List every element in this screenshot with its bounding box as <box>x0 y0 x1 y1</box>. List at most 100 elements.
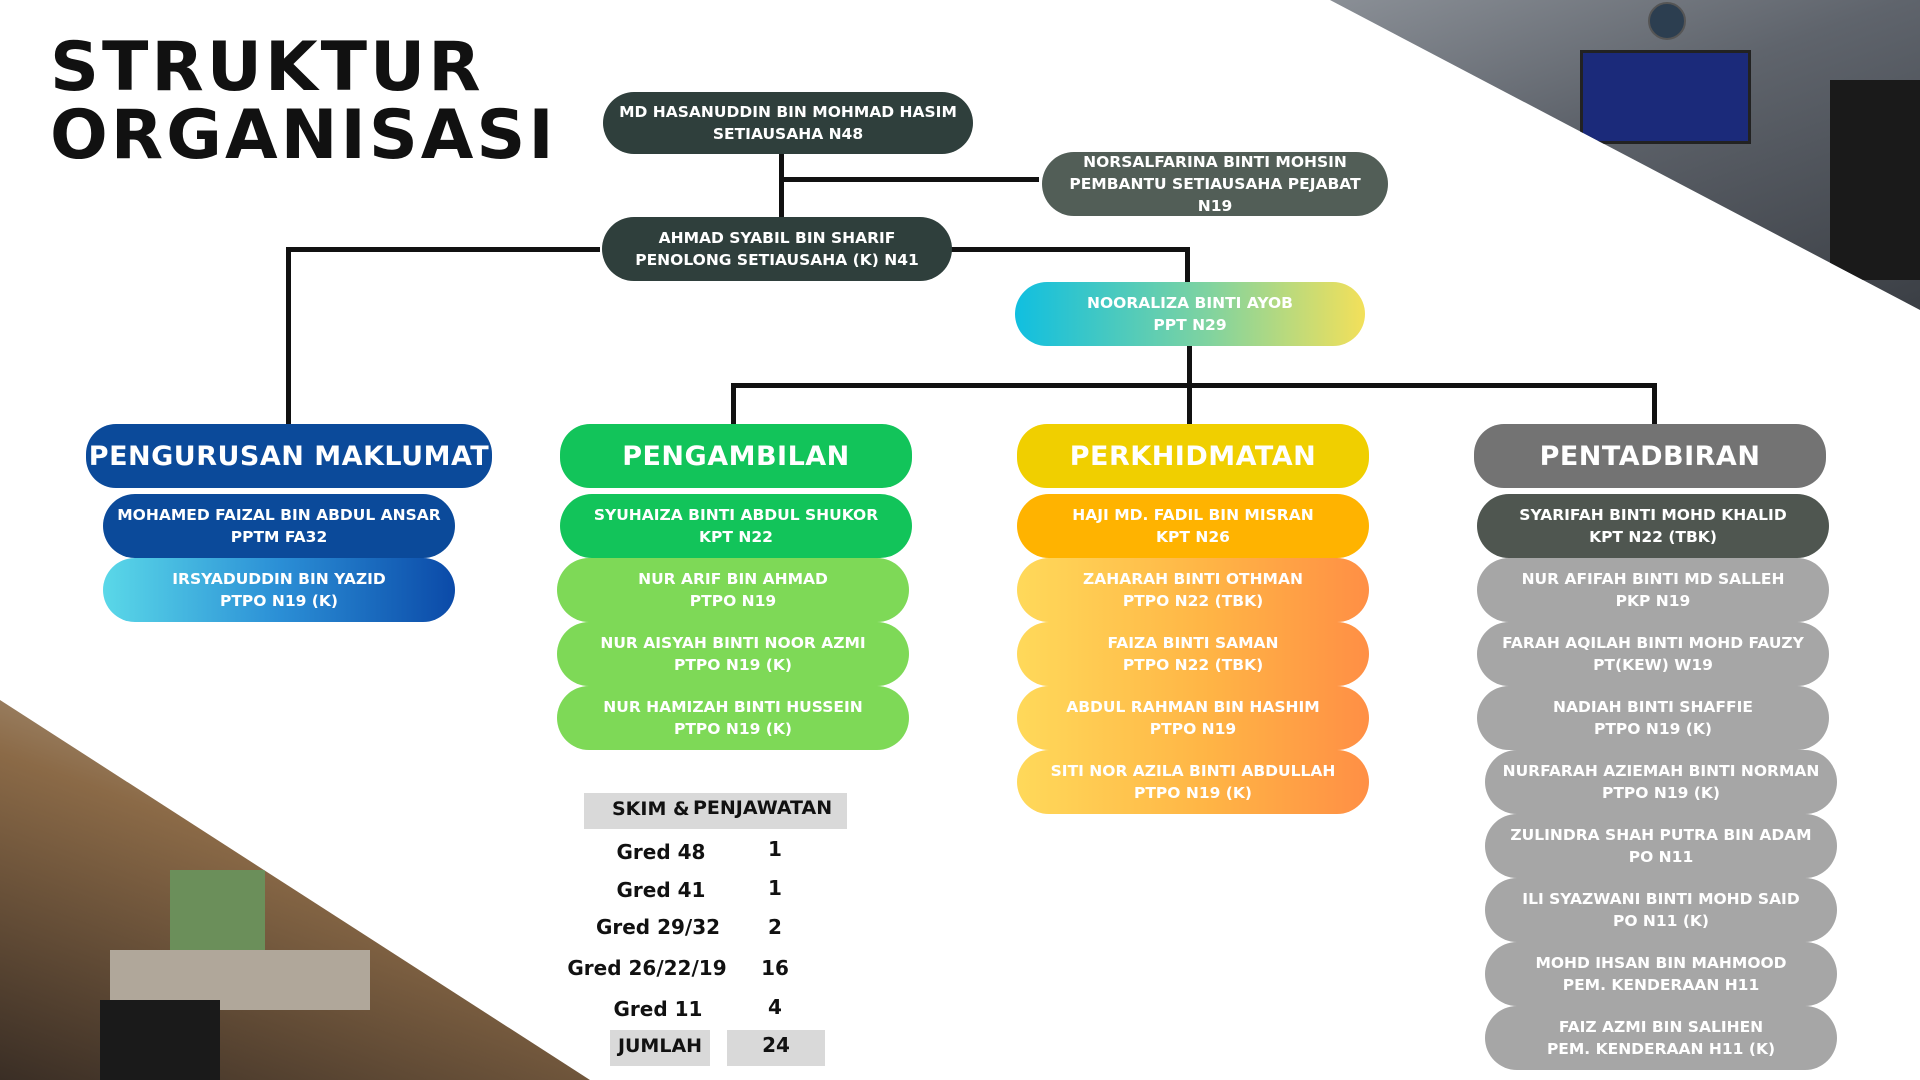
total-label: JUMLAH <box>617 1035 703 1057</box>
page-title: STRUKTUR ORGANISASI <box>50 34 557 170</box>
member-role: PTPO N19 (K) <box>674 656 792 674</box>
connector <box>1652 383 1657 424</box>
member-role: PO N11 <box>1628 848 1694 866</box>
member-role: PTPO N19 (K) <box>674 720 792 738</box>
member-node: NUR AFIFAH BINTI MD SALLEH PKP N19 <box>1477 558 1829 622</box>
node-name: MD HASANUDDIN BIN MOHMAD HASIM <box>619 103 957 121</box>
header-pengambilan: PENGAMBILAN <box>560 424 912 488</box>
member-role: KPT N22 <box>699 528 773 546</box>
member-role: PTPO N19 <box>1149 720 1237 738</box>
member-name: SITI NOR AZILA BINTI ABDULLAH <box>1050 762 1336 780</box>
table-row-gred: Gred 29/32 <box>595 915 721 939</box>
connector <box>779 150 784 220</box>
table-row-gred: Gred 26/22/19 <box>567 956 727 980</box>
member-name: NUR AFIFAH BINTI MD SALLEH <box>1521 570 1785 588</box>
table-row-count: 16 <box>761 956 789 980</box>
title-line-1: STRUKTUR <box>50 28 484 107</box>
member-role: PEM. KENDERAAN H11 <box>1562 976 1760 994</box>
member-name: FAIZA BINTI SAMAN <box>1107 634 1279 652</box>
member-node: NUR ARIF BIN AHMAD PTPO N19 <box>557 558 909 622</box>
member-role: PO N11 (K) <box>1612 912 1710 930</box>
office-photo-bottom-left <box>0 700 590 1080</box>
clock-image <box>1648 2 1686 40</box>
member-role: PTPO N22 (TBK) <box>1122 656 1264 674</box>
member-name: ILI SYAZWANI BINTI MOHD SAID <box>1522 890 1800 908</box>
header-pentadbiran: PENTADBIRAN <box>1474 424 1826 488</box>
member-node: SYUHAIZA BINTI ABDUL SHUKOR KPT N22 <box>560 494 912 558</box>
member-name: FAIZ AZMI BIN SALIHEN <box>1558 1018 1764 1036</box>
node-name: NORSALFARINA BINTI MOHSIN <box>1083 153 1347 171</box>
connector <box>731 383 1657 388</box>
node-role: PPT N29 <box>1153 316 1227 334</box>
total-label-bg <box>610 1030 710 1066</box>
table-row-count: 1 <box>768 876 782 900</box>
table-row-gred: Gred 41 <box>616 878 706 902</box>
connector <box>779 177 1039 182</box>
member-node: IRSYADUDDIN BIN YAZID PTPO N19 (K) <box>103 558 455 622</box>
member-role: PT(KEW) W19 <box>1593 656 1713 674</box>
table-row-count: 1 <box>768 837 782 861</box>
connector <box>731 383 736 424</box>
member-role: PPTM FA32 <box>230 528 328 546</box>
node-name: AHMAD SYABIL BIN SHARIF <box>658 229 896 247</box>
member-node: NUR HAMIZAH BINTI HUSSEIN PTPO N19 (K) <box>557 686 909 750</box>
member-node: ILI SYAZWANI BINTI MOHD SAID PO N11 (K) <box>1485 878 1837 942</box>
member-role: PTPO N19 <box>689 592 777 610</box>
member-node: FAIZ AZMI BIN SALIHEN PEM. KENDERAAN H11… <box>1485 1006 1837 1070</box>
member-name: ABDUL RAHMAN BIN HASHIM <box>1066 698 1320 716</box>
table-row-count: 4 <box>768 995 782 1019</box>
member-role: PTPO N19 (K) <box>1602 784 1720 802</box>
member-name: MOHD IHSAN BIN MAHMOOD <box>1535 954 1787 972</box>
node-name: NOORALIZA BINTI AYOB <box>1087 294 1293 312</box>
node-pembantu-setiausaha: NORSALFARINA BINTI MOHSIN PEMBANTU SETIA… <box>1042 152 1388 216</box>
member-name: SYUHAIZA BINTI ABDUL SHUKOR <box>593 506 879 524</box>
window-image <box>170 870 265 950</box>
office-photo-top-right <box>1330 0 1920 310</box>
member-node: HAJI MD. FADIL BIN MISRAN KPT N26 <box>1017 494 1369 558</box>
tv-screen-image <box>1580 50 1751 144</box>
member-name: MOHAMED FAIZAL BIN ABDUL ANSAR <box>117 506 441 524</box>
member-role: PTPO N22 (TBK) <box>1122 592 1264 610</box>
node-role: PENOLONG SETIAUSAHA (K) N41 <box>635 251 919 269</box>
member-name: NADIAH BINTI SHAFFIE <box>1553 698 1753 716</box>
member-name: ZULINDRA SHAH PUTRA BIN ADAM <box>1510 826 1812 844</box>
member-node: MOHAMED FAIZAL BIN ABDUL ANSAR PPTM FA32 <box>103 494 455 558</box>
node-penolong-setiausaha: AHMAD SYABIL BIN SHARIF PENOLONG SETIAUS… <box>602 217 952 281</box>
member-name: NUR HAMIZAH BINTI HUSSEIN <box>603 698 863 716</box>
member-node: ZULINDRA SHAH PUTRA BIN ADAM PO N11 <box>1485 814 1837 878</box>
member-name: NUR ARIF BIN AHMAD <box>638 570 828 588</box>
connector <box>950 247 1190 252</box>
table-row-gred: Gred 11 <box>613 997 703 1021</box>
member-role: PKP N19 <box>1615 592 1691 610</box>
table-header-penjawatan: PENJAWATAN <box>693 797 833 819</box>
member-role: KPT N26 <box>1156 528 1230 546</box>
member-role: KPT N22 (TBK) <box>1589 528 1717 546</box>
member-name: HAJI MD. FADIL BIN MISRAN <box>1072 506 1314 524</box>
header-perkhidmatan: PERKHIDMATAN <box>1017 424 1369 488</box>
member-node: NADIAH BINTI SHAFFIE PTPO N19 (K) <box>1477 686 1829 750</box>
member-name: NUR AISYAH BINTI NOOR AZMI <box>600 634 866 652</box>
member-node: ZAHARAH BINTI OTHMAN PTPO N22 (TBK) <box>1017 558 1369 622</box>
member-node: ABDUL RAHMAN BIN HASHIM PTPO N19 <box>1017 686 1369 750</box>
table-row-count: 2 <box>768 915 782 939</box>
member-name: NURFARAH AZIEMAH BINTI NORMAN <box>1502 762 1820 780</box>
connector <box>1185 247 1190 282</box>
node-role: SETIAUSAHA N48 <box>712 125 864 143</box>
member-node: FAIZA BINTI SAMAN PTPO N22 (TBK) <box>1017 622 1369 686</box>
total-value: 24 <box>762 1033 790 1057</box>
node-setiausaha: MD HASANUDDIN BIN MOHMAD HASIM SETIAUSAH… <box>603 92 973 154</box>
member-node: FARAH AQILAH BINTI MOHD FAUZY PT(KEW) W1… <box>1477 622 1829 686</box>
member-name: SYARIFAH BINTI MOHD KHALID <box>1519 506 1787 524</box>
member-name: FARAH AQILAH BINTI MOHD FAUZY <box>1502 634 1804 652</box>
connector <box>287 247 600 252</box>
member-role: PTPO N19 (K) <box>1134 784 1252 802</box>
shelf-image <box>1830 80 1920 280</box>
table-header-bg <box>584 793 847 829</box>
connector <box>286 247 291 424</box>
member-name: IRSYADUDDIN BIN YAZID <box>172 570 386 588</box>
member-role: PTPO N19 (K) <box>220 592 338 610</box>
member-node: MOHD IHSAN BIN MAHMOOD PEM. KENDERAAN H1… <box>1485 942 1837 1006</box>
table-header-skim: SKIM & <box>612 798 690 820</box>
member-node: NURFARAH AZIEMAH BINTI NORMAN PTPO N19 (… <box>1485 750 1837 814</box>
node-ppt: NOORALIZA BINTI AYOB PPT N29 <box>1015 282 1365 346</box>
